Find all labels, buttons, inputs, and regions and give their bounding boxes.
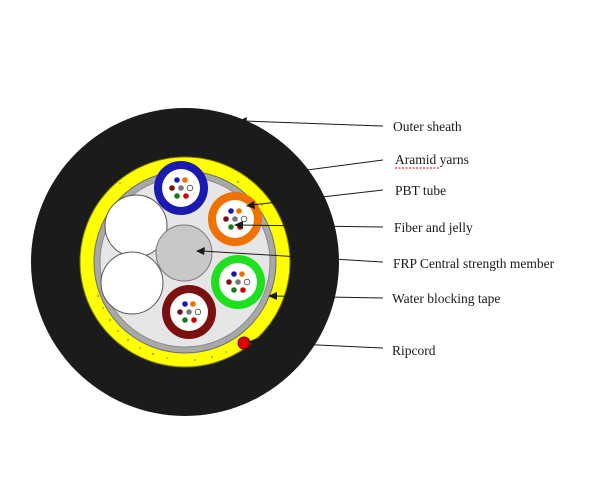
leader-frp-member [196, 247, 384, 263]
label-ripcord: Ripcord [392, 343, 436, 358]
leader-ripcord [248, 338, 384, 349]
label-water-blocking-tape: Water blocking tape [392, 291, 500, 306]
frp-central-strength-member [155, 224, 213, 282]
leader-pbt-tube [246, 189, 384, 209]
fibers-green-tube [226, 271, 251, 293]
fibers-blue-tube [169, 177, 194, 199]
pbt-tube-orange [208, 192, 262, 246]
pbt-tube-green [211, 255, 265, 309]
fibers-brown-tube [177, 301, 202, 323]
label-frp-member: FRP Central strength member [393, 256, 555, 271]
label-fiber-and-jelly: Fiber and jelly [394, 220, 473, 235]
label-pbt-tube: PBT tube [395, 183, 446, 198]
ripcord [237, 336, 251, 350]
label-outer-sheath: Outer sheath [393, 119, 462, 134]
leader-outer-sheath [238, 117, 384, 127]
leader-aramid-yarns [248, 159, 384, 181]
aramid-texture [96, 180, 263, 361]
leader-fiber-and-jelly [234, 221, 384, 229]
pbt-tube-blue [154, 161, 208, 215]
leader-water-blocking-tape [268, 292, 384, 300]
filler-rod-lower [100, 251, 164, 315]
label-aramid-yarns: Aramid yarns [395, 152, 469, 167]
pbt-tube-brown [162, 285, 216, 339]
